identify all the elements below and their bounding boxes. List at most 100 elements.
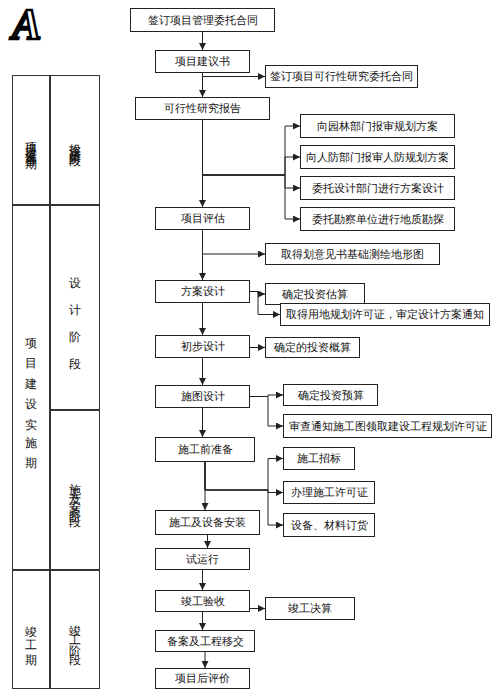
phase-label: 项目建设实施期 [24, 308, 38, 467]
flow-arrow [203, 120, 301, 175]
flow-arrow [202, 32, 203, 50]
process-box: 方案设计 [155, 280, 250, 303]
task-box: 施工招标 [283, 447, 355, 470]
phase-label: 设计阶段 [68, 240, 82, 375]
box-label: 取得用地规划许可证，审定设计方案通知 [284, 308, 486, 321]
box-label: 项目后评价 [173, 672, 232, 685]
task-box: 取得划意见书基础测绘地形图 [265, 243, 440, 265]
box-label: 竣工验收 [179, 595, 227, 608]
box-label: 设备、材料订货 [289, 519, 370, 532]
process-box: 施工及设备安装 [155, 510, 260, 535]
process-box: 项目评估 [155, 207, 250, 230]
phase-band: 竣工期 [12, 570, 50, 689]
task-box: 设备、材料订货 [283, 513, 375, 537]
task-box: 向园林部门报审规划方案 [300, 114, 455, 138]
box-label: 签订项目可行性研究委托合同 [268, 70, 415, 83]
task-box: 委托设计部门进行方案设计 [300, 176, 455, 200]
box-label: 施工招标 [295, 452, 343, 465]
box-label: 办理施工许可证 [289, 486, 370, 499]
flow-arrow [205, 462, 283, 493]
task-box: 委托勘察单位进行地质勘探 [300, 207, 455, 231]
flow-arrow [203, 120, 301, 219]
phase-label: 项目建设准备期 [24, 129, 38, 151]
phase-label: 投资决策阶段 [68, 132, 82, 148]
box-label: 试运行 [184, 553, 221, 566]
box-label: 施图设计 [179, 390, 227, 403]
process-box: 初步设计 [155, 335, 250, 358]
phase-label: 竣工阶段 [68, 605, 82, 654]
logo-letter: A [12, 2, 41, 48]
phase-label: 施工及安装阶段 [68, 468, 82, 511]
process-box: 项目建议书 [155, 50, 250, 73]
box-label: 签订项目管理委托合同 [146, 14, 260, 27]
process-box: 试运行 [155, 548, 250, 570]
process-box: 项目后评价 [155, 668, 250, 689]
box-label: 确定投资估算 [280, 288, 350, 301]
flow-arrow [203, 120, 301, 188]
flow-arrow [205, 462, 206, 510]
flow-arrow [202, 358, 203, 385]
task-box: 竣工决算 [265, 597, 355, 620]
task-box: 取得用地规划许可证，审定设计方案通知 [280, 303, 490, 326]
flow-arrow [250, 608, 265, 609]
flow-arrow [202, 230, 203, 280]
box-label: 向人防部门报审人防规划方案 [304, 151, 451, 164]
box-label: 可行性研究报告 [162, 102, 243, 115]
task-box: 审查通知施工图领取建设工程规划许可证 [283, 414, 492, 438]
flow-arrow [205, 652, 206, 668]
box-label: 施工及设备安装 [167, 516, 248, 529]
box-label: 审查通知施工图领取建设工程规划许可证 [287, 420, 489, 433]
flow-arrow [202, 73, 203, 97]
process-box: 可行性研究报告 [135, 97, 270, 120]
process-box: 签订项目管理委托合同 [130, 8, 275, 32]
box-label: 竣工决算 [286, 602, 334, 615]
flow-arrow [250, 347, 265, 348]
flow-arrow [205, 462, 283, 525]
process-box: 备案及工程移交 [155, 630, 255, 652]
phase-band: 项目建设实施期 [12, 205, 50, 570]
flow-arrow [250, 292, 280, 315]
box-label: 确定投资预算 [296, 389, 366, 402]
box-label: 项目建议书 [173, 55, 232, 68]
flow-arrow [250, 397, 283, 427]
phase-band: 设计阶段 [50, 205, 100, 410]
phase-band: 投资决策阶段 [50, 75, 100, 205]
box-label: 委托设计部门进行方案设计 [310, 182, 446, 195]
flow-arrow [205, 459, 283, 491]
phase-band: 项目建设准备期 [12, 75, 50, 205]
box-label: 取得划意见书基础测绘地形图 [279, 248, 426, 261]
box-label: 施工前准备 [176, 443, 235, 456]
task-box: 确定投资估算 [265, 283, 365, 305]
flow-arrow [203, 120, 301, 175]
process-box: 竣工验收 [155, 590, 250, 612]
box-label: 项目评估 [179, 212, 227, 225]
process-box: 施工前准备 [155, 437, 255, 462]
flow-arrow [202, 612, 203, 630]
phase-band: 施工及安装阶段 [50, 410, 100, 570]
box-label: 确定的投资概算 [272, 341, 353, 354]
box-label: 向园林部门报审规划方案 [315, 120, 440, 133]
flow-arrow [202, 408, 203, 437]
task-box: 向人防部门报审人防规划方案 [300, 145, 455, 169]
box-label: 方案设计 [179, 285, 227, 298]
flow-arrow [202, 303, 203, 335]
phase-band: 竣工阶段 [50, 570, 100, 689]
flow-arrow [250, 395, 283, 397]
task-box: 确定投资预算 [283, 384, 378, 406]
box-label: 备案及工程移交 [165, 635, 246, 648]
task-box: 签订项目可行性研究委托合同 [265, 65, 418, 88]
task-box: 确定的投资概算 [265, 337, 360, 358]
process-box: 施图设计 [155, 385, 250, 408]
flow-arrow [203, 230, 266, 254]
flow-arrow [202, 570, 203, 590]
box-label: 委托勘察单位进行地质勘探 [310, 213, 446, 226]
flow-arrow [207, 535, 208, 548]
flow-arrow [202, 120, 203, 207]
phase-label: 竣工期 [24, 602, 38, 657]
flow-arrow [203, 73, 266, 77]
box-label: 初步设计 [179, 340, 227, 353]
task-box: 办理施工许可证 [283, 481, 375, 504]
flow-arrow [250, 292, 265, 295]
